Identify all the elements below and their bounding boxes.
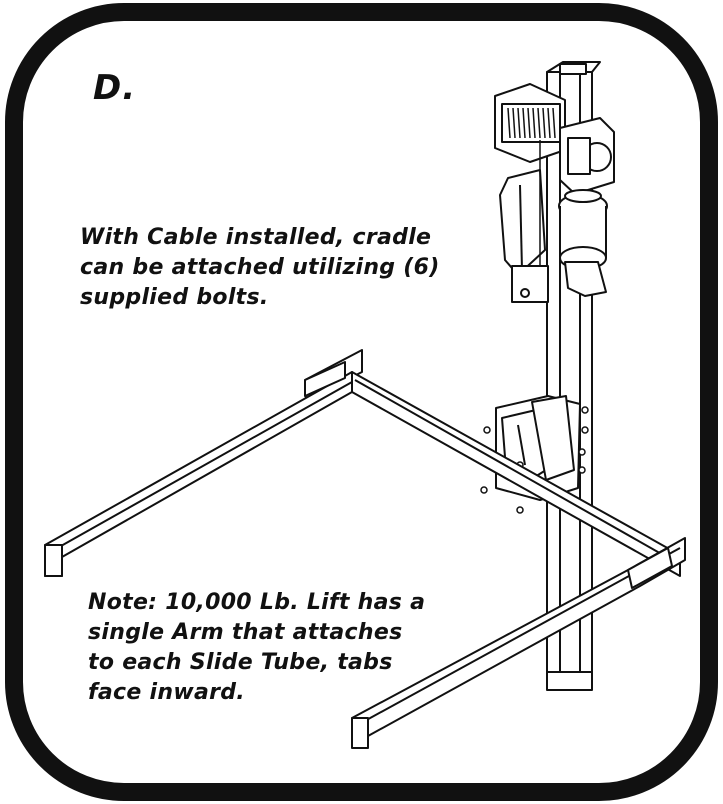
note-line: single Arm that attaches xyxy=(88,620,403,645)
instruction-text: With Cable installed, cradle can be atta… xyxy=(80,223,472,313)
note-line: Note: 10,000 Lb. Lift has a xyxy=(88,590,426,615)
note-line: to each Slide Tube, tabs xyxy=(88,650,393,675)
rounded-border xyxy=(5,3,718,801)
instruction-line: With Cable installed, cradle xyxy=(80,225,432,250)
winch-assembly xyxy=(494,83,615,303)
note-text: Note: 10,000 Lb. Lift has a single Arm t… xyxy=(88,588,448,708)
motor xyxy=(558,189,608,297)
lift-illustration xyxy=(44,61,686,749)
instruction-line: can be attached utilizing (6) xyxy=(80,255,440,280)
step-label: D. xyxy=(93,68,137,108)
cradle-frame xyxy=(44,349,686,749)
note-line: face inward. xyxy=(88,680,245,705)
cable-drum xyxy=(507,107,556,139)
instruction-line: supplied bolts. xyxy=(80,285,269,310)
